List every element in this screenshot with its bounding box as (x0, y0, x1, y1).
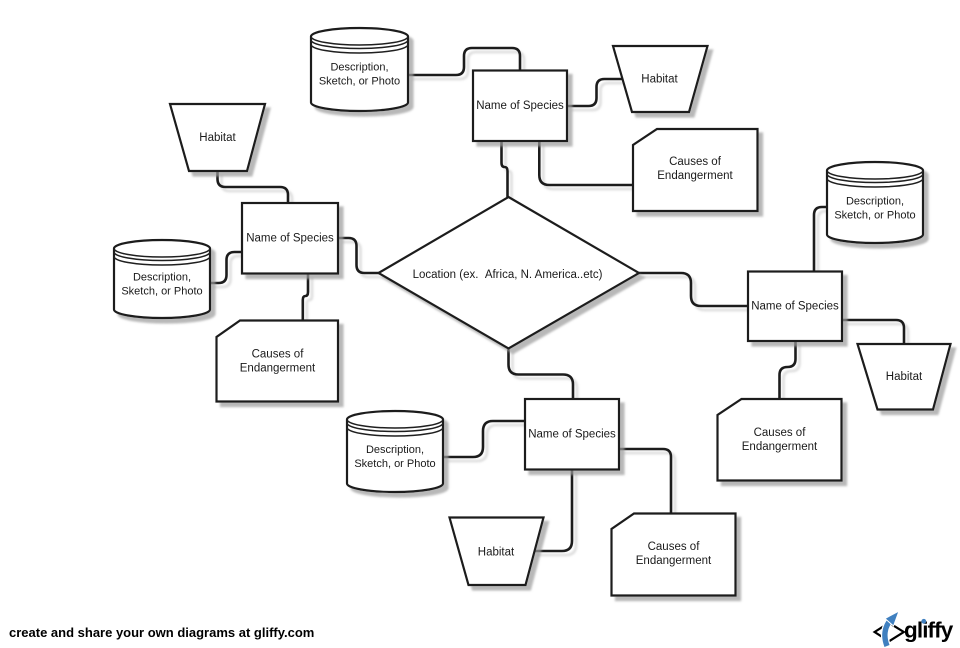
svg-text:create and share your own diag: create and share your own diagrams at gl… (9, 625, 314, 640)
svg-text:Description,: Description, (133, 272, 191, 284)
svg-text:Name of Species: Name of Species (476, 100, 564, 112)
svg-text:Causes of: Causes of (648, 541, 701, 553)
svg-text:Sketch, or Photo: Sketch, or Photo (121, 286, 202, 298)
svg-text:Habitat: Habitat (641, 74, 678, 86)
svg-text:Description,: Description, (366, 444, 424, 456)
svg-text:Sketch, or Photo: Sketch, or Photo (319, 76, 400, 88)
svg-text:Causes of: Causes of (252, 349, 305, 361)
svg-text:Name of Species: Name of Species (246, 233, 334, 245)
svg-text:Sketch, or Photo: Sketch, or Photo (354, 458, 435, 470)
svg-text:Location (ex. Africa, N. Amer: Location (ex. Africa, N. America..etc) (413, 269, 603, 281)
svg-text:Endangerment: Endangerment (636, 555, 712, 567)
svg-text:Endangerment: Endangerment (742, 441, 818, 453)
svg-text:Endangerment: Endangerment (657, 170, 733, 182)
svg-text:Endangerment: Endangerment (240, 363, 316, 375)
svg-text:Description,: Description, (846, 196, 904, 208)
svg-text:Name of Species: Name of Species (751, 301, 839, 313)
svg-text:Habitat: Habitat (199, 132, 236, 144)
svg-text:Habitat: Habitat (478, 547, 515, 559)
svg-text:gliffy: gliffy (904, 618, 954, 643)
svg-text:Sketch, or Photo: Sketch, or Photo (834, 210, 915, 222)
svg-text:Habitat: Habitat (886, 371, 923, 383)
svg-text:Causes of: Causes of (669, 156, 722, 168)
svg-text:Description,: Description, (330, 62, 388, 74)
svg-text:Name of Species: Name of Species (528, 429, 616, 441)
svg-text:Causes of: Causes of (754, 427, 807, 439)
